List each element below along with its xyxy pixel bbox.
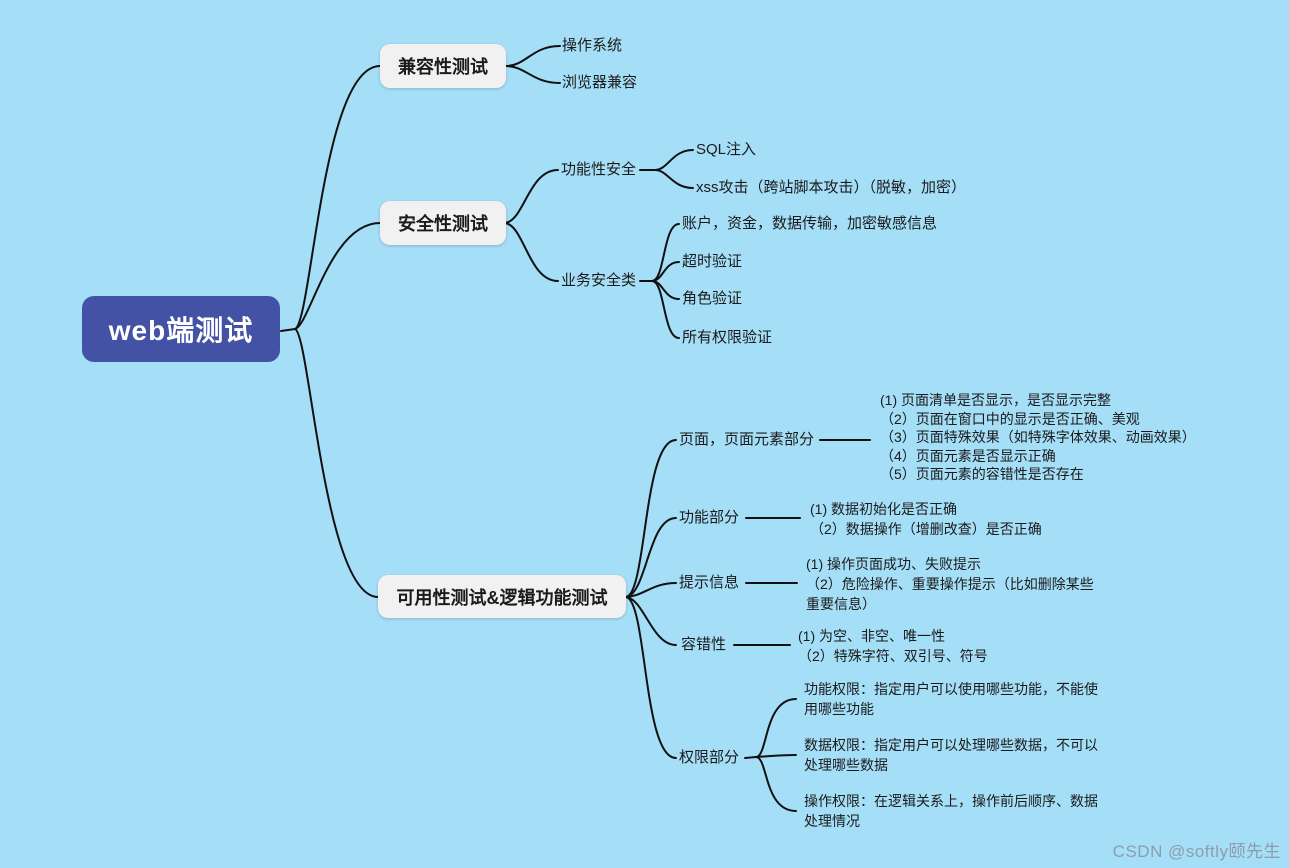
note-function-items[interactable]: (1) 数据初始化是否正确 （2）数据操作（增删改查）是否正确 [810,499,1042,539]
topic-xss-attack[interactable]: xss攻击（跨站脚本攻击）（脱敏，加密） [696,179,967,196]
note-fault-items[interactable]: (1) 为空、非空、唯一性 （2）特殊字符、双引号、符号 [798,626,988,666]
note-line: （3）页面特殊效果（如特殊字体效果、动画效果） [880,429,1196,445]
note-line: （5）页面元素的容错性是否存在 [880,466,1084,482]
note-line: 重要信息） [806,596,876,612]
topic-account-funds[interactable]: 账户，资金，数据传输，加密敏感信息 [682,215,938,232]
topic-permission-part[interactable]: 权限部分 [679,749,740,766]
note-line: (1) 数据初始化是否正确 [810,501,957,517]
note-page-items[interactable]: (1) 页面清单是否显示，是否显示完整 （2）页面在窗口中的显示是否正确、美观 … [880,391,1196,484]
note-line: （2）特殊字符、双引号、符号 [798,648,988,664]
note-line: （4）页面元素是否显示正确 [880,447,1056,464]
note-line: (1) 操作页面成功、失败提示 [806,556,981,572]
topic-role-verify[interactable]: 角色验证 [682,290,743,307]
csdn-watermark: CSDN @softly颐先生 [1112,842,1281,861]
note-line: （2）危险操作、重要操作提示（比如删除某些 [806,576,1094,592]
topic-business-security[interactable]: 业务安全类 [561,272,637,289]
note-line: 数据权限：指定用户可以处理哪些数据，不可以 [804,737,1098,753]
note-line: (1) 为空、非空、唯一性 [798,628,945,644]
topic-sql-injection[interactable]: SQL注入 [696,141,757,158]
branch-security-test[interactable]: 安全性测试 [380,201,506,245]
note-hint-items[interactable]: (1) 操作页面成功、失败提示 （2）危险操作、重要操作提示（比如删除某些 重要… [806,554,1094,614]
topic-timeout-verify[interactable]: 超时验证 [682,253,743,270]
note-line: （2）页面在窗口中的显示是否正确、美观 [880,410,1140,427]
branch-compatibility-test[interactable]: 兼容性测试 [380,44,506,88]
topic-operating-system[interactable]: 操作系统 [562,37,623,54]
topic-function-part[interactable]: 功能部分 [679,509,740,526]
note-line: (1) 页面清单是否显示，是否显示完整 [880,392,1111,408]
note-line: 操作权限：在逻辑关系上，操作前后顺序、数据 [804,793,1098,809]
topic-fault-tolerance[interactable]: 容错性 [681,636,727,653]
note-line: 用哪些功能 [804,701,874,717]
note-operation-permission[interactable]: 操作权限：在逻辑关系上，操作前后顺序、数据 处理情况 [804,791,1098,831]
branch-usability-logic-test[interactable]: 可用性测试&逻辑功能测试 [378,575,626,618]
note-function-permission[interactable]: 功能权限：指定用户可以使用哪些功能，不能使 用哪些功能 [804,679,1098,719]
note-data-permission[interactable]: 数据权限：指定用户可以处理哪些数据，不可以 处理哪些数据 [804,735,1098,775]
topic-functional-security[interactable]: 功能性安全 [561,161,637,178]
note-line: 处理哪些数据 [804,757,888,773]
note-line: （2）数据操作（增删改查）是否正确 [810,521,1042,537]
root-node[interactable]: web端测试 [82,296,280,362]
topic-all-permission-verify[interactable]: 所有权限验证 [682,329,773,346]
topic-browser-compat[interactable]: 浏览器兼容 [562,74,638,91]
note-line: 功能权限：指定用户可以使用哪些功能，不能使 [804,681,1098,697]
topic-hint-info[interactable]: 提示信息 [679,574,740,591]
note-line: 处理情况 [804,813,860,829]
topic-page-elements[interactable]: 页面，页面元素部分 [679,431,815,448]
